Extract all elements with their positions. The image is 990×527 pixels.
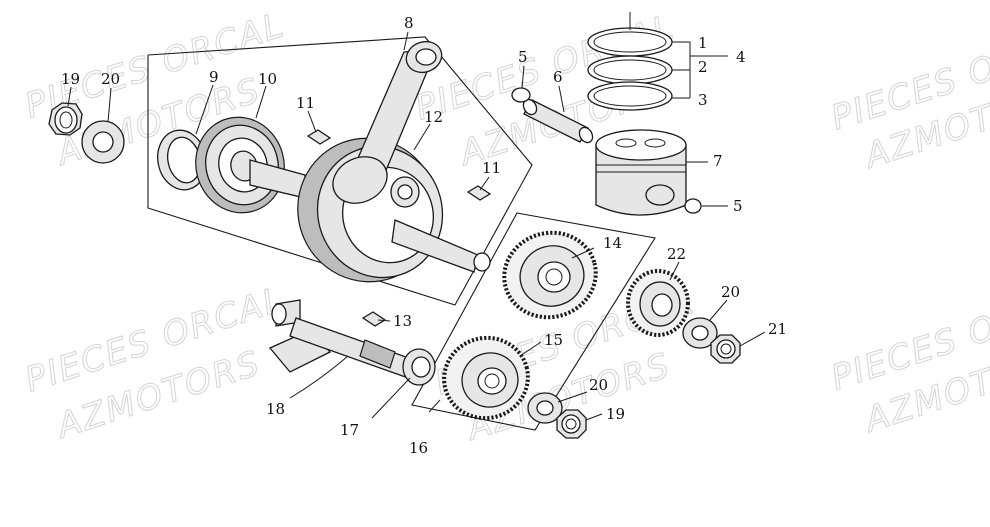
gear-15 [442, 335, 530, 421]
nut-19-left [48, 102, 83, 136]
callout-18: 18 [266, 400, 285, 418]
callout-9: 9 [209, 68, 219, 86]
bearing-10 [195, 116, 285, 214]
callout-1: 1 [698, 34, 708, 52]
callout-21: 21 [768, 320, 787, 338]
nut-19-center [556, 409, 587, 439]
gear-22 [626, 269, 690, 337]
gear-set-frame [411, 212, 656, 431]
woodruff-key-11-lower [466, 185, 492, 201]
woodruff-key-13 [361, 311, 387, 327]
piston-rings-1-2-3 [587, 12, 673, 111]
piston-pin-6 [522, 98, 594, 144]
callout-7: 7 [713, 152, 723, 170]
woodruff-key-11-upper [306, 129, 332, 145]
washer-20-right [682, 317, 718, 349]
leader-lines [67, 31, 766, 421]
circlip-5-upper [511, 87, 531, 103]
callout-2: 2 [698, 58, 708, 76]
piston-7 [595, 129, 687, 216]
callout-labels: 19 20 9 10 11 8 12 11 5 6 1 2 3 4 7 5 14… [61, 14, 787, 457]
washer-20-center [527, 392, 563, 424]
connecting-rod-8 [332, 40, 443, 204]
callout-20: 20 [589, 376, 608, 394]
washer-20-left [81, 120, 125, 164]
bearing-17 [402, 348, 436, 386]
callout-12: 12 [424, 108, 443, 126]
nut-21 [710, 334, 741, 364]
callout-11: 11 [482, 159, 501, 177]
callout-8: 8 [404, 14, 414, 32]
callout-20: 20 [101, 70, 120, 88]
callout-6: 6 [553, 68, 563, 86]
callout-5: 5 [518, 48, 528, 66]
callout-19: 19 [61, 70, 80, 88]
circlip-5-lower [684, 198, 702, 214]
balancer-shaft-18 [268, 299, 421, 381]
callout-20: 20 [721, 283, 740, 301]
callout-10: 10 [258, 70, 277, 88]
callout-3: 3 [698, 91, 708, 109]
callout-4: 4 [736, 48, 746, 66]
callout-14: 14 [603, 234, 622, 252]
callout-5: 5 [733, 197, 743, 215]
crankshaft-assembly-frame [147, 36, 533, 306]
callout-16: 16 [409, 439, 428, 457]
callout-15: 15 [544, 331, 563, 349]
callout-17: 17 [340, 421, 359, 439]
callout-11: 11 [296, 94, 315, 112]
oil-seal-9 [157, 129, 207, 191]
callout-13: 13 [393, 312, 412, 330]
callout-22: 22 [667, 245, 686, 263]
callout-19: 19 [606, 405, 625, 423]
gear-14 [502, 230, 598, 320]
